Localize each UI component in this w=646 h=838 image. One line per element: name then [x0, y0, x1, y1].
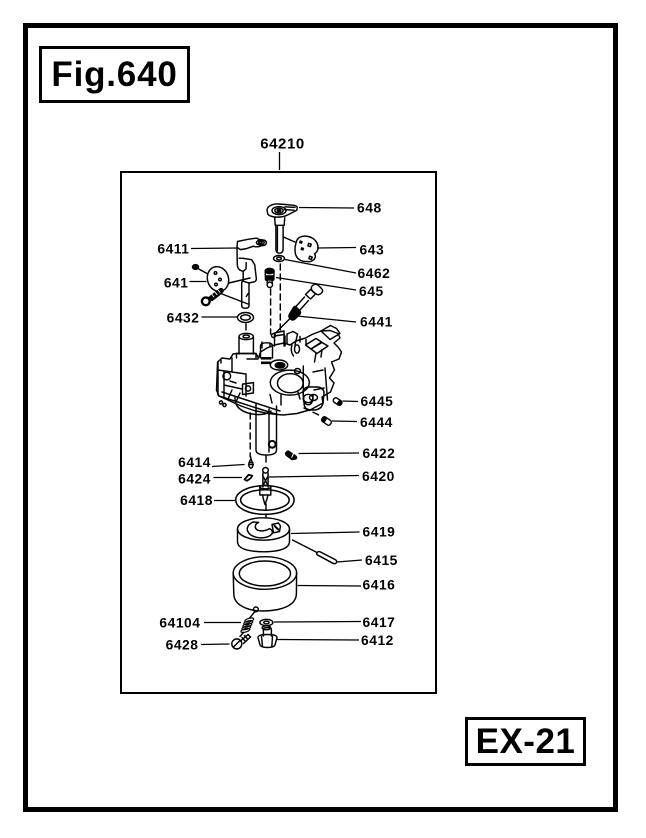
svg-text:648: 648: [357, 201, 382, 216]
svg-text:641: 641: [164, 276, 189, 291]
svg-text:6414: 6414: [178, 455, 211, 470]
svg-text:6415: 6415: [365, 553, 398, 568]
svg-text:6418: 6418: [180, 493, 213, 508]
svg-text:6432: 6432: [167, 311, 200, 326]
svg-text:64210: 64210: [260, 136, 304, 153]
svg-text:6424: 6424: [178, 472, 211, 487]
svg-text:6419: 6419: [363, 525, 396, 540]
svg-text:6422: 6422: [363, 446, 396, 461]
svg-text:6462: 6462: [358, 266, 391, 281]
svg-text:645: 645: [359, 284, 384, 299]
svg-text:6444: 6444: [360, 415, 393, 430]
svg-text:6411: 6411: [157, 242, 189, 257]
svg-text:6417: 6417: [363, 615, 396, 630]
svg-text:64104: 64104: [159, 616, 200, 631]
svg-text:6420: 6420: [362, 469, 395, 484]
svg-text:643: 643: [360, 243, 385, 258]
svg-text:6445: 6445: [361, 394, 394, 409]
svg-text:6441: 6441: [360, 315, 393, 330]
svg-text:6428: 6428: [166, 638, 199, 653]
svg-text:6412: 6412: [361, 633, 394, 648]
svg-text:6416: 6416: [363, 578, 396, 593]
